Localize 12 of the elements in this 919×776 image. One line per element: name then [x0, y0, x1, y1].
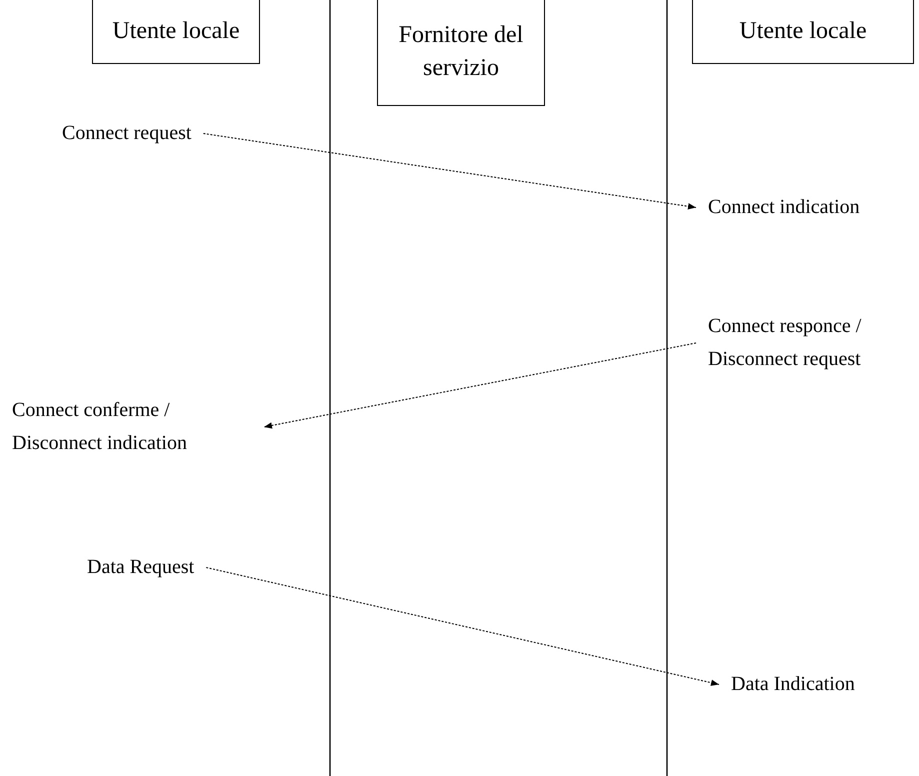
message-label: Connect conferme / Disconnect indication — [12, 394, 252, 460]
message-label: Data Request — [87, 551, 194, 584]
participant-box: Utente locale — [92, 0, 260, 64]
participant-box: Utente locale — [692, 0, 914, 64]
message-arrow — [264, 342, 696, 429]
message-arrow — [202, 133, 696, 210]
participant-box: Fornitore del servizio — [377, 0, 545, 106]
message-label: Connect request — [62, 117, 192, 150]
message-label: Connect indication — [708, 191, 860, 224]
message-arrow — [206, 567, 720, 686]
message-label: Data Indication — [731, 668, 855, 701]
message-label: Connect responce / Disconnect request — [708, 310, 915, 376]
